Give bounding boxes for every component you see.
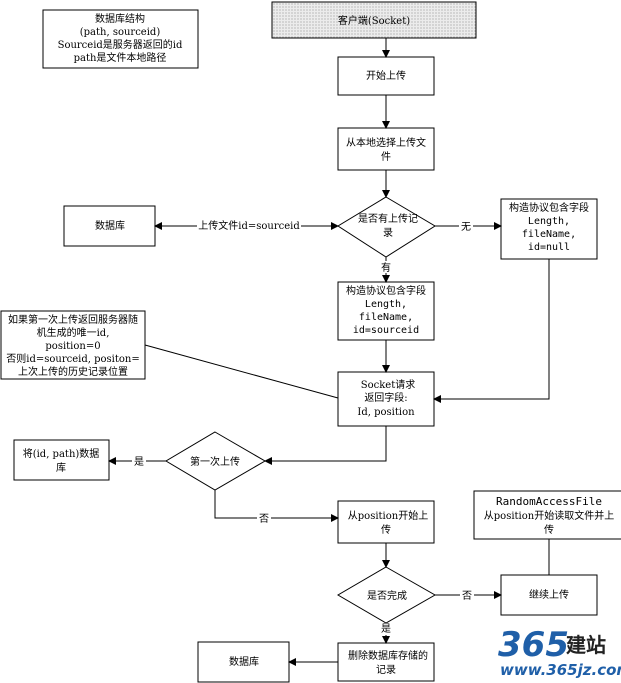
protocol-sourceid-line: fileName, <box>359 312 413 323</box>
delete-record-line: 记录 <box>376 664 396 676</box>
edge-label-no: 无 <box>461 222 471 233</box>
database-bottom-box: 数据库 <box>197 641 290 683</box>
server-note-line: 机生成的唯一id, <box>37 326 110 339</box>
edge-label-upload-sourceid: 上传文件id=sourceid <box>198 219 300 232</box>
note-line: path是文件本地路径 <box>74 51 167 64</box>
from-position-line: 传 <box>381 524 391 536</box>
edge-label-not-first: 否 <box>259 513 269 525</box>
protocol-null-box: 构造协议包含字段 Length, fileName, id=null <box>500 198 598 260</box>
watermark-url: www.365jz.com <box>500 661 621 679</box>
edge-protocol-null-socket <box>433 259 550 403</box>
edge-label-complete: 是 <box>381 623 391 635</box>
random-access-line: 从position开始读取文件并上 <box>484 509 614 522</box>
edge-first-no <box>214 490 339 522</box>
socket-request-line: 返回字段: <box>364 391 407 404</box>
continue-upload-box: 继续上传 <box>500 574 598 616</box>
edge-server-note-link <box>144 344 339 399</box>
database-left-label: 数据库 <box>95 219 125 232</box>
select-file-line: 从本地选择上传文 <box>346 136 426 149</box>
protocol-null-line: fileName, <box>522 229 576 240</box>
select-file-line: 件 <box>381 151 391 163</box>
has-record-line: 是否有上传记 <box>358 212 418 225</box>
from-position-line: 从position开始上 <box>348 509 428 522</box>
client-label: 客户端(Socket) <box>338 14 410 27</box>
delete-record-line: 删除数据库存储的 <box>348 649 428 662</box>
protocol-sourceid-line: Length, <box>365 299 407 310</box>
random-access-line: RandomAccessFile <box>496 495 602 508</box>
database-bottom-label: 数据库 <box>229 655 259 668</box>
first-upload-decision: 第一次上传 <box>165 431 266 491</box>
protocol-null-line: id=null <box>528 242 570 253</box>
site-watermark: 365 建站 www.365jz.com <box>498 625 621 679</box>
note-line: (path, sourceid) <box>80 27 161 38</box>
is-complete-decision: 是否完成 <box>337 566 437 624</box>
server-note-line: 否则id=sourceid, positon= <box>6 352 139 365</box>
edge-label-yes-first: 是 <box>134 456 144 468</box>
db-structure-note: 数据库结构 (path, sourceid) Sourceid是服务器返回的id… <box>42 9 199 69</box>
watermark-cn: 建站 <box>566 633 606 657</box>
socket-request-line: Id, position <box>357 407 415 418</box>
from-position-box: 从position开始上 传 <box>337 500 435 544</box>
has-record-line: 录 <box>383 227 393 239</box>
protocol-null-line: Length, <box>528 216 570 227</box>
delete-record-box: 删除数据库存储的 记录 <box>337 642 435 682</box>
protocol-sourceid-line: 构造协议包含字段 <box>346 284 426 297</box>
start-upload-label: 开始上传 <box>366 69 406 82</box>
note-line: 数据库结构 <box>95 12 145 25</box>
start-upload-box: 开始上传 <box>337 56 435 96</box>
random-access-line: 传 <box>544 524 554 536</box>
save-db-line: 将(id, path)数据 <box>23 447 100 460</box>
first-upload-label: 第一次上传 <box>190 455 240 468</box>
server-note-line: position=0 <box>45 341 100 352</box>
select-file-box: 从本地选择上传文 件 <box>337 127 435 171</box>
protocol-null-line: 构造协议包含字段 <box>509 201 589 214</box>
server-note-line: 上次上传的历史记录位置 <box>18 365 128 378</box>
edge-label-not-complete: 否 <box>462 590 472 602</box>
protocol-sourceid-box: 构造协议包含字段 Length, fileName, id=sourceid <box>337 281 435 341</box>
edge-label-has: 有 <box>381 261 391 274</box>
socket-request-line: Socket请求 <box>361 378 415 391</box>
socket-request-box: Socket请求 返回字段: Id, position <box>337 371 435 427</box>
random-access-note: RandomAccessFile 从position开始读取文件并上 传 <box>473 490 621 540</box>
protocol-sourceid-line: id=sourceid <box>353 325 419 336</box>
note-line: Sourceid是服务器返回的id <box>58 38 183 51</box>
continue-upload-label: 继续上传 <box>529 588 569 601</box>
watermark-digits: 365 <box>498 625 569 665</box>
connectors: 上传文件id=sourceid 无 有 是 否 否 <box>108 38 550 666</box>
edge-socket-first-upload <box>264 426 387 465</box>
is-complete-label: 是否完成 <box>367 589 407 602</box>
client-header: 客户端(Socket) <box>271 1 477 39</box>
server-note-line: 如果第一次上传返回服务器随 <box>8 313 138 326</box>
database-left-box: 数据库 <box>63 205 156 247</box>
save-db-line: 库 <box>56 461 66 474</box>
has-record-decision: 是否有上传记 录 <box>337 196 436 258</box>
save-db-box: 将(id, path)数据 库 <box>13 439 110 481</box>
server-return-note: 如果第一次上传返回服务器随 机生成的唯一id, position=0 否则id=… <box>0 310 146 380</box>
